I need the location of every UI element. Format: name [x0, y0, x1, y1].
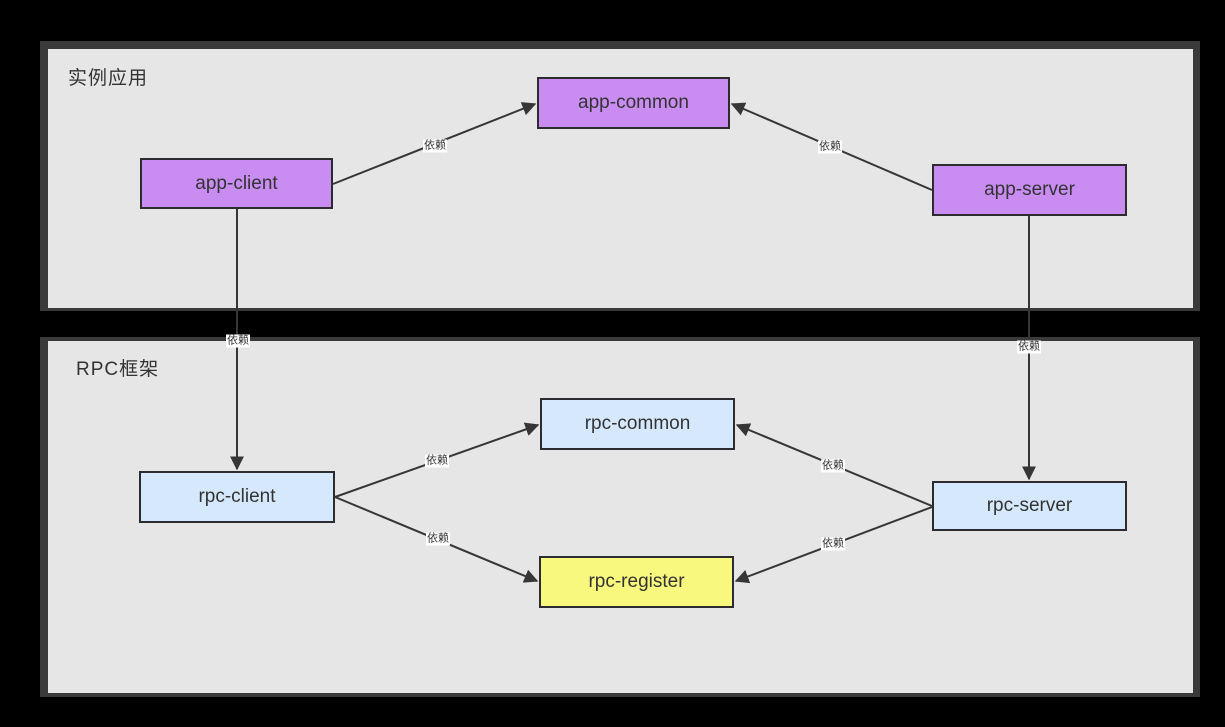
dependency-label-rpc-server-to-rpc-common: 依赖 [821, 459, 845, 473]
node-app-client: app-client [140, 158, 333, 209]
node-rpc-server: rpc-server [932, 481, 1127, 531]
dependency-label-rpc-client-to-rpc-common: 依赖 [425, 454, 449, 468]
node-app-common: app-common [537, 77, 730, 129]
node-rpc-register: rpc-register [539, 556, 734, 608]
dependency-label-app-client-to-app-common: 依赖 [423, 139, 447, 153]
node-rpc-client: rpc-client [139, 471, 335, 523]
dependency-label-app-server-to-app-common: 依赖 [818, 140, 842, 154]
dependency-label-app-client-to-rpc-client: 依赖 [226, 334, 250, 348]
node-app-server: app-server [932, 164, 1127, 216]
panel-rpc-framework-title: RPC框架 [76, 359, 160, 380]
panel-example-application-title: 实例应用 [68, 68, 149, 89]
dependency-label-rpc-server-to-rpc-register: 依赖 [821, 537, 845, 551]
dependency-label-rpc-client-to-rpc-register: 依赖 [426, 532, 450, 546]
node-rpc-common: rpc-common [540, 398, 735, 450]
dependency-label-app-server-to-rpc-server: 依赖 [1017, 340, 1041, 354]
